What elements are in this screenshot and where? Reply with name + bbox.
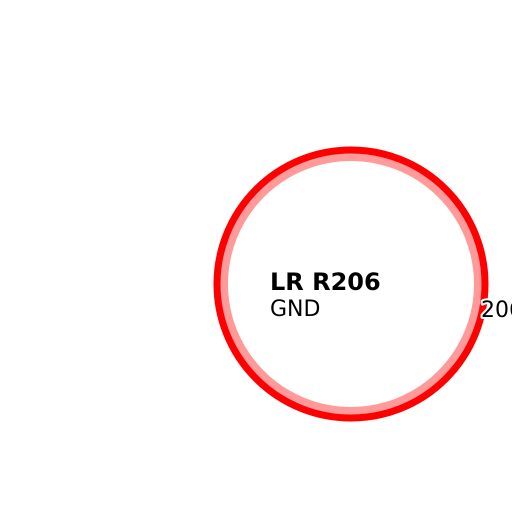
area-inner-ring: [220, 153, 482, 415]
area-name-label: LR R206: [270, 268, 381, 296]
ring-number-label: 206: [481, 298, 512, 323]
area-marker[interactable]: [213, 146, 489, 422]
area-floor-label: GND: [270, 297, 320, 322]
area-outer-ring[interactable]: [213, 146, 489, 422]
